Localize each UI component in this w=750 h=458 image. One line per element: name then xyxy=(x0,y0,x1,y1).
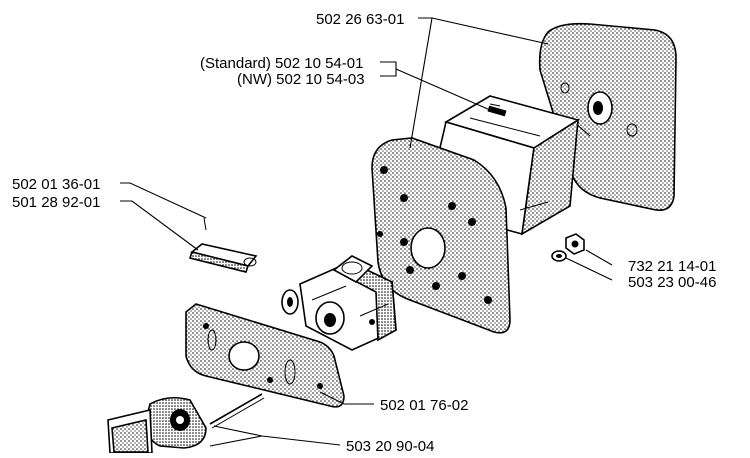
washer xyxy=(551,250,567,262)
mounting-plate xyxy=(371,137,511,334)
label-washer: 503 23 00-46 xyxy=(628,274,716,291)
leader-lines xyxy=(120,17,613,447)
nut xyxy=(565,233,585,255)
label-heat-shield: 502 01 76-02 xyxy=(380,397,468,414)
screw-sleeve xyxy=(188,217,258,273)
label-filter-standard: (Standard) 502 10 54-01 xyxy=(200,55,363,72)
heat-shield xyxy=(185,303,345,408)
intake-manifold xyxy=(107,396,207,454)
label-screw-a: 502 01 36-01 xyxy=(12,176,100,193)
label-nut: 732 21 14-01 xyxy=(628,258,716,275)
label-air-filter-cover: 502 26 63-01 xyxy=(316,11,404,28)
throttle-rod xyxy=(209,393,265,429)
label-screw-b: 501 28 92-01 xyxy=(12,194,100,211)
label-filter-nw: (NW) 502 10 54-03 xyxy=(237,71,365,88)
label-throttle-rod: 503 20 90-04 xyxy=(346,438,434,453)
carburetor xyxy=(281,255,397,351)
